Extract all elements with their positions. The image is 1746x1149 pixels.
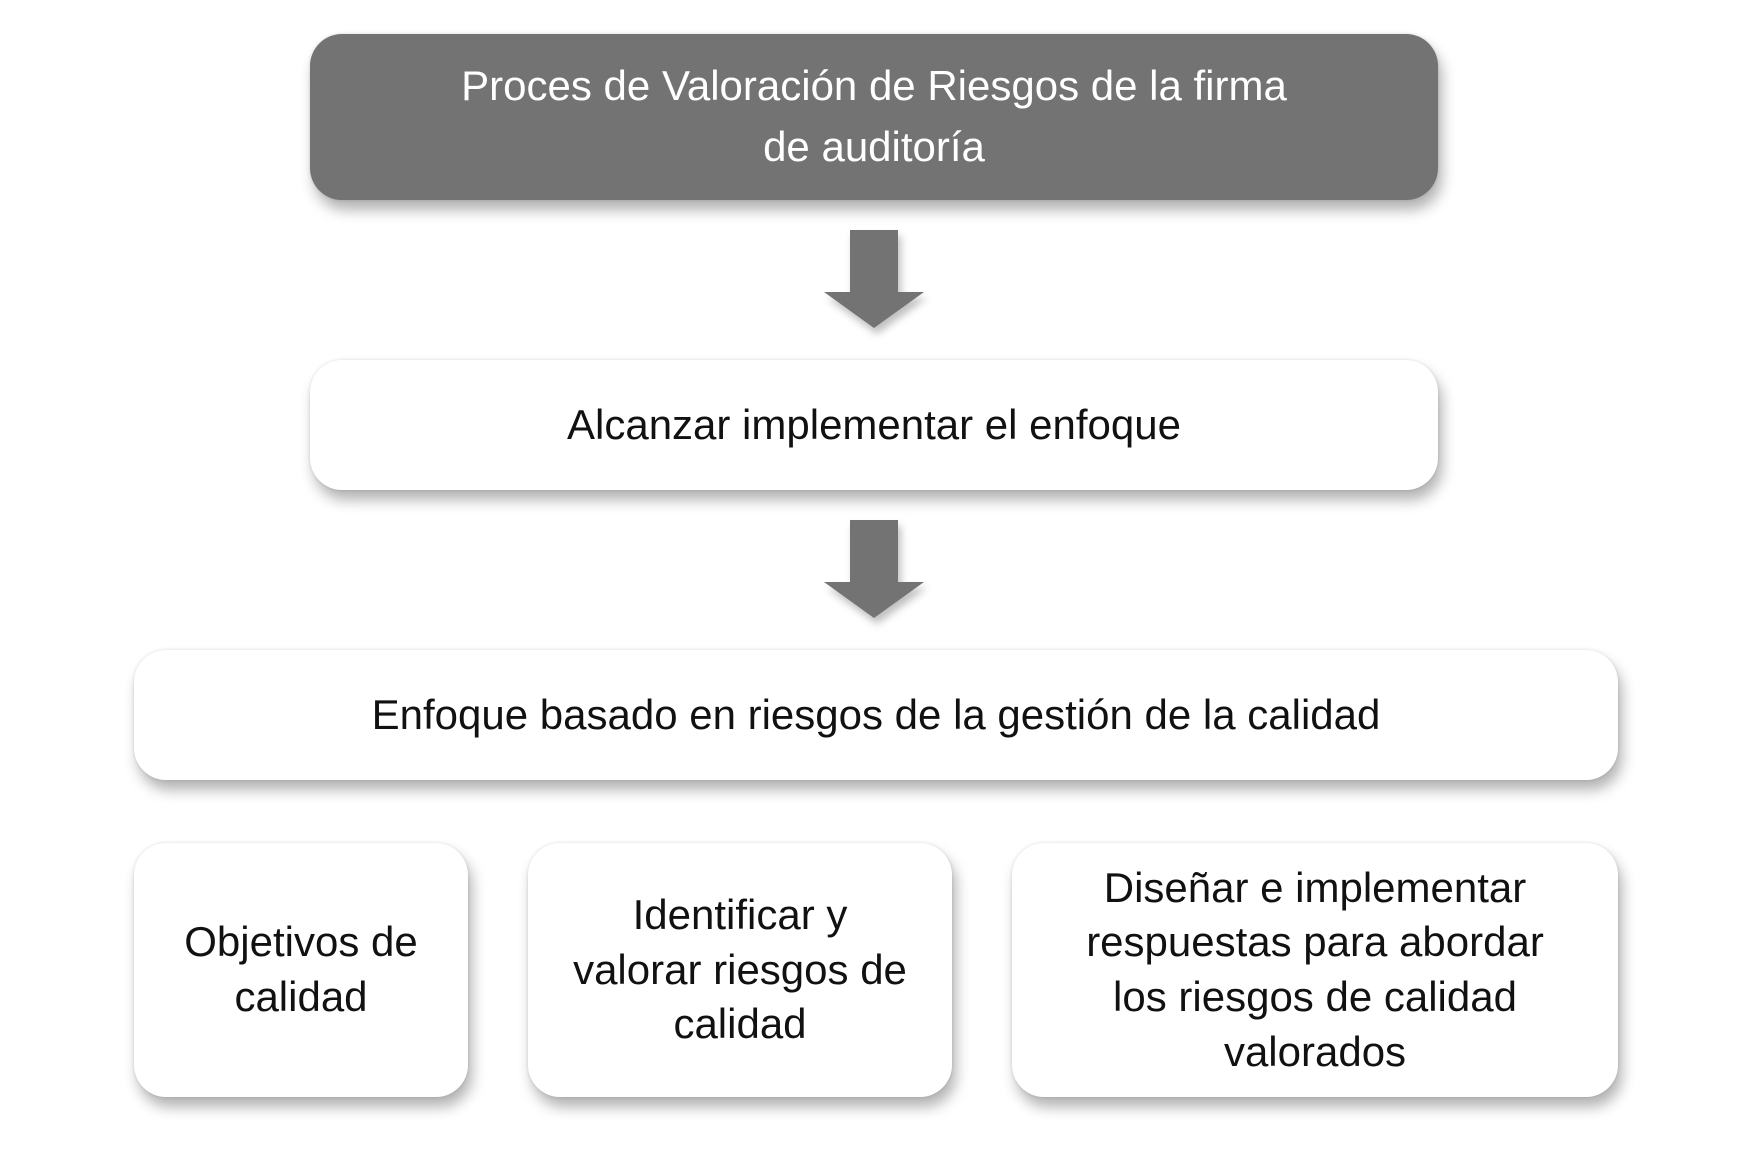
risk-assessment-process-box: Proces de Valoración de Riesgos de la fi… (310, 34, 1438, 200)
risk-assessment-process-line-1: Proces de Valoración de Riesgos de la fi… (461, 62, 1287, 110)
identify-assess-risks-label: Identificar y valorar riesgos de calidad (573, 891, 907, 1048)
identify-assess-risks-box: Identificar y valorar riesgos de calidad (528, 843, 952, 1097)
risk-based-approach-label: Enfoque basado en riesgos de la gestión … (371, 690, 1381, 738)
risk-based-approach-box: Enfoque basado en riesgos de la gestión … (134, 650, 1618, 780)
down-arrow-icon (824, 230, 924, 330)
design-implement-responses-label: Diseñar e implementar respuestas para ab… (1086, 863, 1544, 1075)
risk-assessment-process-line-2: de auditoría (763, 123, 985, 170)
risk-assessment-process-label: Proces de Valoración de Riesgos de la fi… (461, 56, 1287, 178)
implement-approach-box: Alcanzar implementar el enfoque (310, 360, 1438, 490)
design-implement-responses-box: Diseñar e implementar respuestas para ab… (1012, 843, 1618, 1097)
quality-objectives-label: Objetivos de calidad (184, 918, 418, 1020)
quality-objectives-box: Objetivos de calidad (134, 843, 468, 1097)
down-arrow-icon (824, 520, 924, 620)
implement-approach-label: Alcanzar implementar el enfoque (566, 400, 1181, 448)
